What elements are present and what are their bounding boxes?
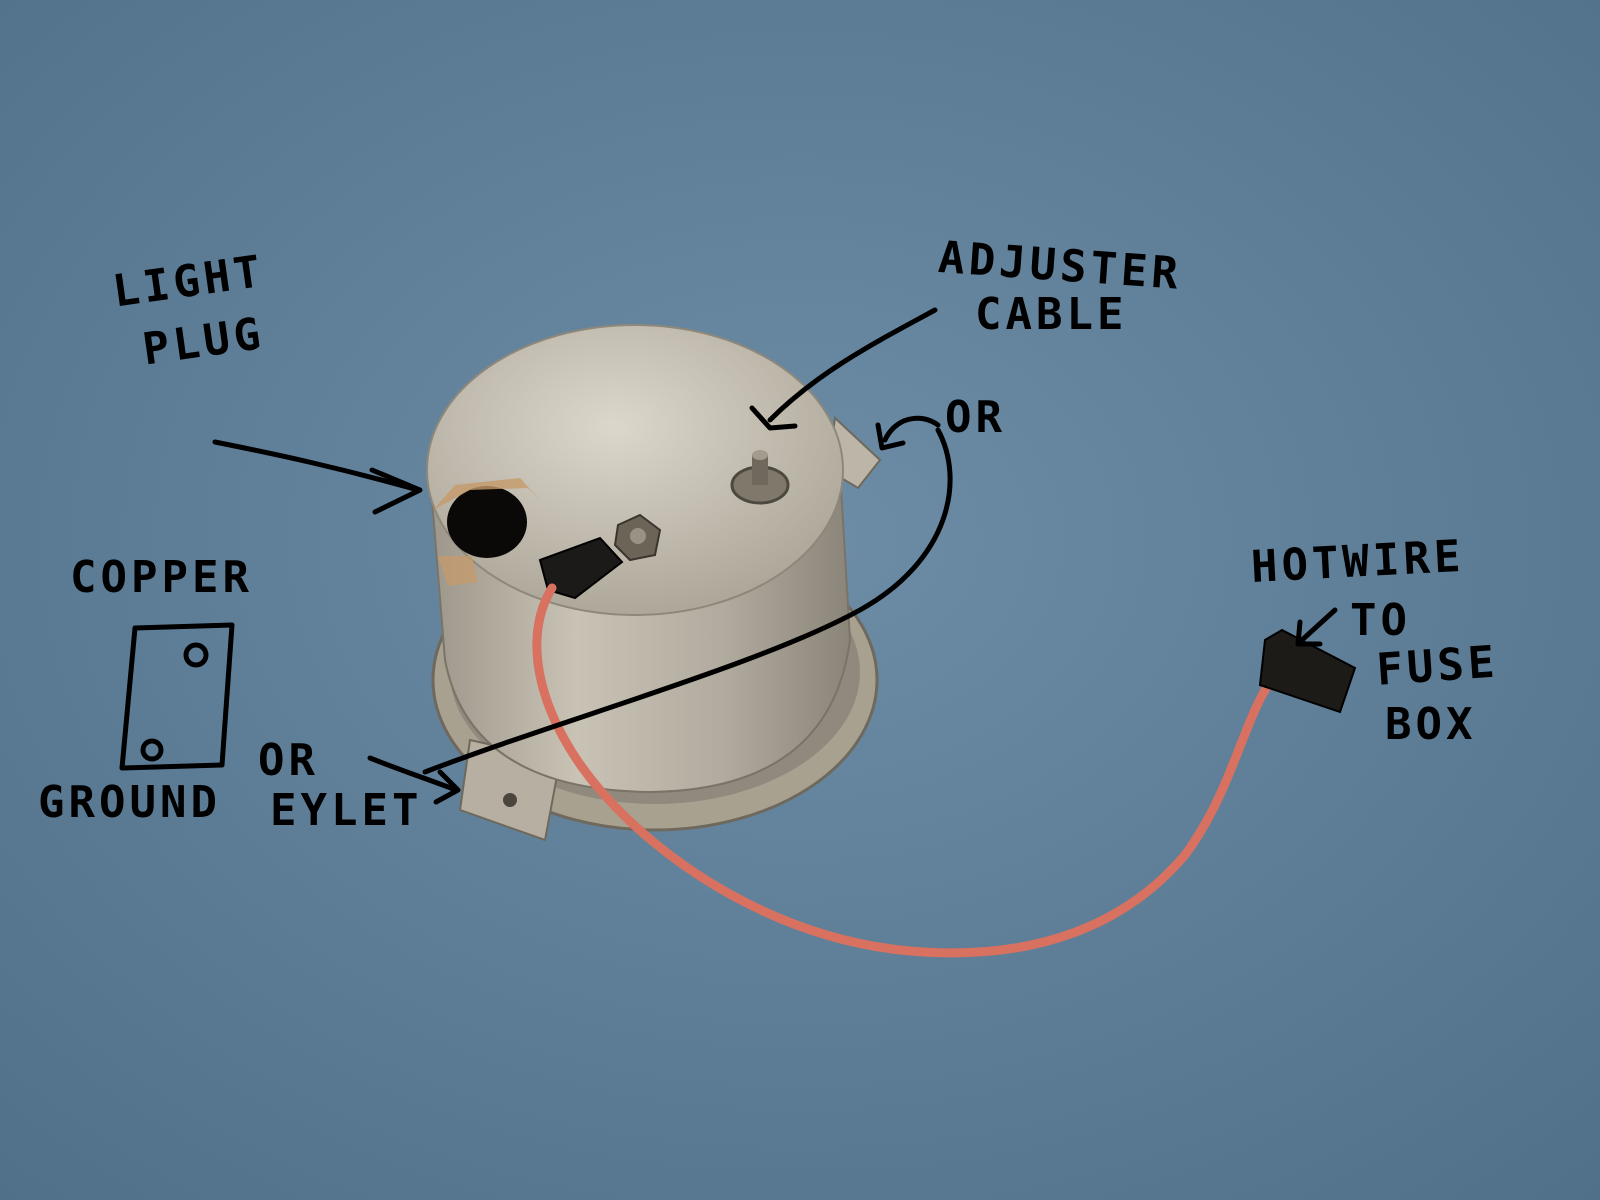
label-fuse: FUSE — [1374, 636, 1501, 696]
light-plug-hole — [447, 486, 527, 558]
label-ground: GROUND — [38, 777, 221, 828]
annotation-ink — [119, 307, 1338, 805]
fuse-box-connector — [1258, 628, 1357, 714]
label-box: BOX — [1385, 699, 1477, 750]
curve-or-eyelet — [422, 427, 953, 775]
gauge-housing-top — [426, 324, 844, 616]
arrow-or-top — [882, 415, 941, 443]
arrow-hotwire — [1299, 607, 1338, 643]
label-or-top: OR — [945, 392, 1006, 443]
label-eyelet: EYLET — [270, 785, 423, 836]
copper-ground-sketch — [119, 622, 235, 771]
label-copper: COPPER — [70, 552, 253, 603]
label-hotwire: HOTWIRE — [1249, 530, 1466, 593]
arrow-light-plug — [212, 439, 421, 493]
hot-wire — [532, 583, 1290, 958]
label-or-bottom: OR — [258, 735, 319, 786]
label-to: TO — [1350, 595, 1411, 646]
label-cable: CABLE — [975, 289, 1128, 340]
wire-boot-gauge — [538, 536, 624, 600]
arrow-eyelet — [367, 755, 459, 793]
arrow-adjuster — [767, 307, 938, 423]
